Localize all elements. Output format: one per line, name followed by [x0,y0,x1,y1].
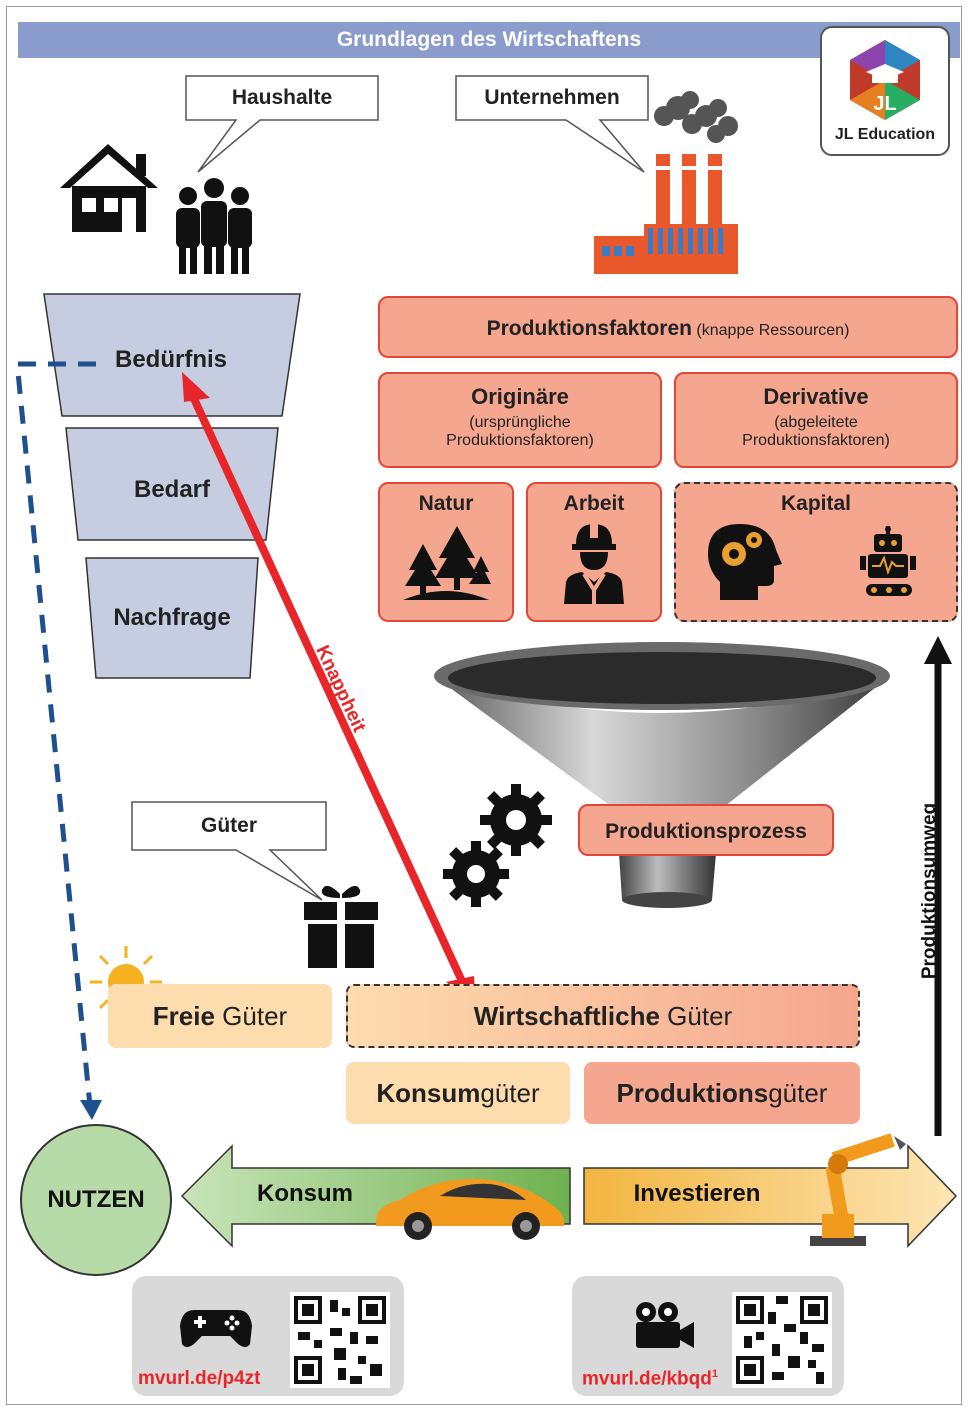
investieren-label: Investieren [633,1180,761,1207]
robot-icon [860,526,916,596]
bubble-haushalte: Haushalte [231,86,333,109]
scarcity-arrow [186,388,470,992]
link-video[interactable]: mvurl.de/kbqd1 [582,1368,718,1390]
gift-icon [304,885,378,968]
factors-derivativ: Derivative (abgeleitete Produktionsfakto… [674,372,958,468]
process-label: Produktionsprozess [578,804,834,856]
bubble-unternehmen: Unternehmen [484,86,620,109]
logo-text: JL Education [834,126,936,143]
label-beduerfnis: Bedürfnis [114,346,227,373]
produktionsgueter: Produktionsgüter [584,1062,860,1124]
factor-arbeit: Arbeit [526,482,662,622]
family-icon [176,178,252,274]
label-nachfrage: Nachfrage [113,604,231,631]
brain-gears-icon [708,524,782,600]
svg-text:JL: JL [873,93,896,115]
needs-funnel [43,293,301,679]
qr-code-video[interactable] [732,1292,832,1388]
worker-icon [564,524,624,604]
dashed-needs-arrow [15,361,96,1107]
video-camera-icon [636,1302,694,1348]
konsum-label: Konsum [257,1180,353,1207]
link-game[interactable]: mvurl.de/p4zt [138,1368,261,1389]
car-icon [375,1178,565,1240]
konsumgueter: Konsumgüter [346,1062,570,1124]
level-nachfrage [85,557,259,679]
factors-header: Produktionsfaktoren (knappe Ressourcen) [378,296,958,358]
freie-gueter: Freie Güter [108,984,332,1048]
umweg-label: Produktionsumweg [919,802,940,980]
factor-natur: Natur [378,482,514,622]
nutzen-circle: NUTZEN [20,1124,172,1276]
qr-pattern [294,1296,386,1384]
bubble-gueter: Güter [200,814,257,837]
page-title: Grundlagen des Wirtschaftens [18,22,960,58]
wirtschaftliche-gueter: Wirtschaftliche Güter [346,984,860,1048]
factors-originaer: Originäre (ursprüngliche Produktionsfakt… [378,372,662,468]
label-bedarf: Bedarf [133,476,211,503]
qr-pattern [736,1296,828,1384]
logo-emblem: JL [850,40,920,120]
investieren-arrow [583,1144,958,1248]
page-frame [6,6,962,1405]
gears-icon [443,784,552,907]
factory-icon [594,91,738,274]
level-beduerfnis [43,293,301,417]
house-icon [60,144,252,274]
logo-box: JL [820,26,950,156]
trees-icon [403,526,491,600]
gamepad-icon [180,1310,252,1347]
qr-code-game[interactable] [290,1292,390,1388]
robot-arm-icon [810,1133,906,1246]
